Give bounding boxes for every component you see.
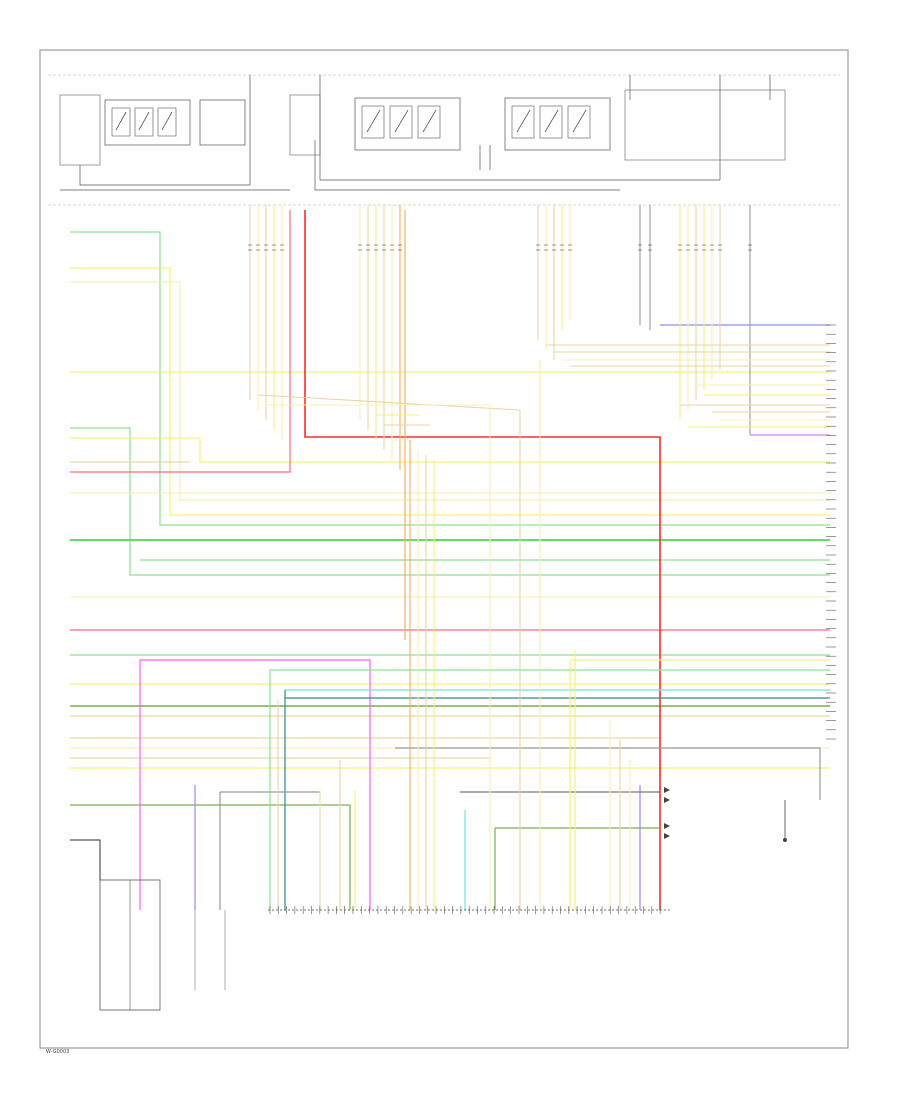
wire-yellow-9 — [569, 659, 830, 910]
relay-box-1 — [104, 99, 191, 146]
arrow-markers — [664, 787, 670, 839]
right-connector-pins — [826, 324, 836, 740]
top-component-area — [48, 74, 840, 206]
wire-yellow-1 — [70, 267, 830, 516]
bottom-connector — [268, 906, 670, 914]
wire-light-green-1 — [70, 231, 830, 526]
wire-gray-4 — [70, 839, 101, 880]
wire-pink-1 — [70, 210, 291, 473]
wire-group — [70, 210, 830, 910]
wire-light-green-2 — [70, 427, 830, 576]
page-id: W-G0003 — [46, 1049, 69, 1055]
wire-gray-1 — [395, 747, 821, 800]
wire-yellow-4 — [70, 437, 830, 463]
relay-box-4 — [504, 97, 611, 151]
wire-dark-green-3 — [284, 690, 830, 910]
fuse-panel — [624, 89, 786, 161]
wire-yellow-2 — [70, 281, 830, 501]
wire-light-green-5 — [269, 669, 830, 910]
ground-symbol — [783, 800, 787, 842]
wire-bundles — [248, 205, 830, 910]
mid-link-0 — [257, 394, 521, 411]
lower-left-modules — [99, 879, 226, 1011]
wire-dark-green-2 — [70, 804, 351, 910]
diagram-border — [39, 49, 849, 1049]
relay-box-3 — [354, 97, 461, 151]
wire-red-main — [304, 210, 661, 910]
wire-dark-green-4 — [494, 827, 660, 910]
wire-magenta — [139, 659, 371, 910]
relay-box-2 — [199, 99, 246, 146]
